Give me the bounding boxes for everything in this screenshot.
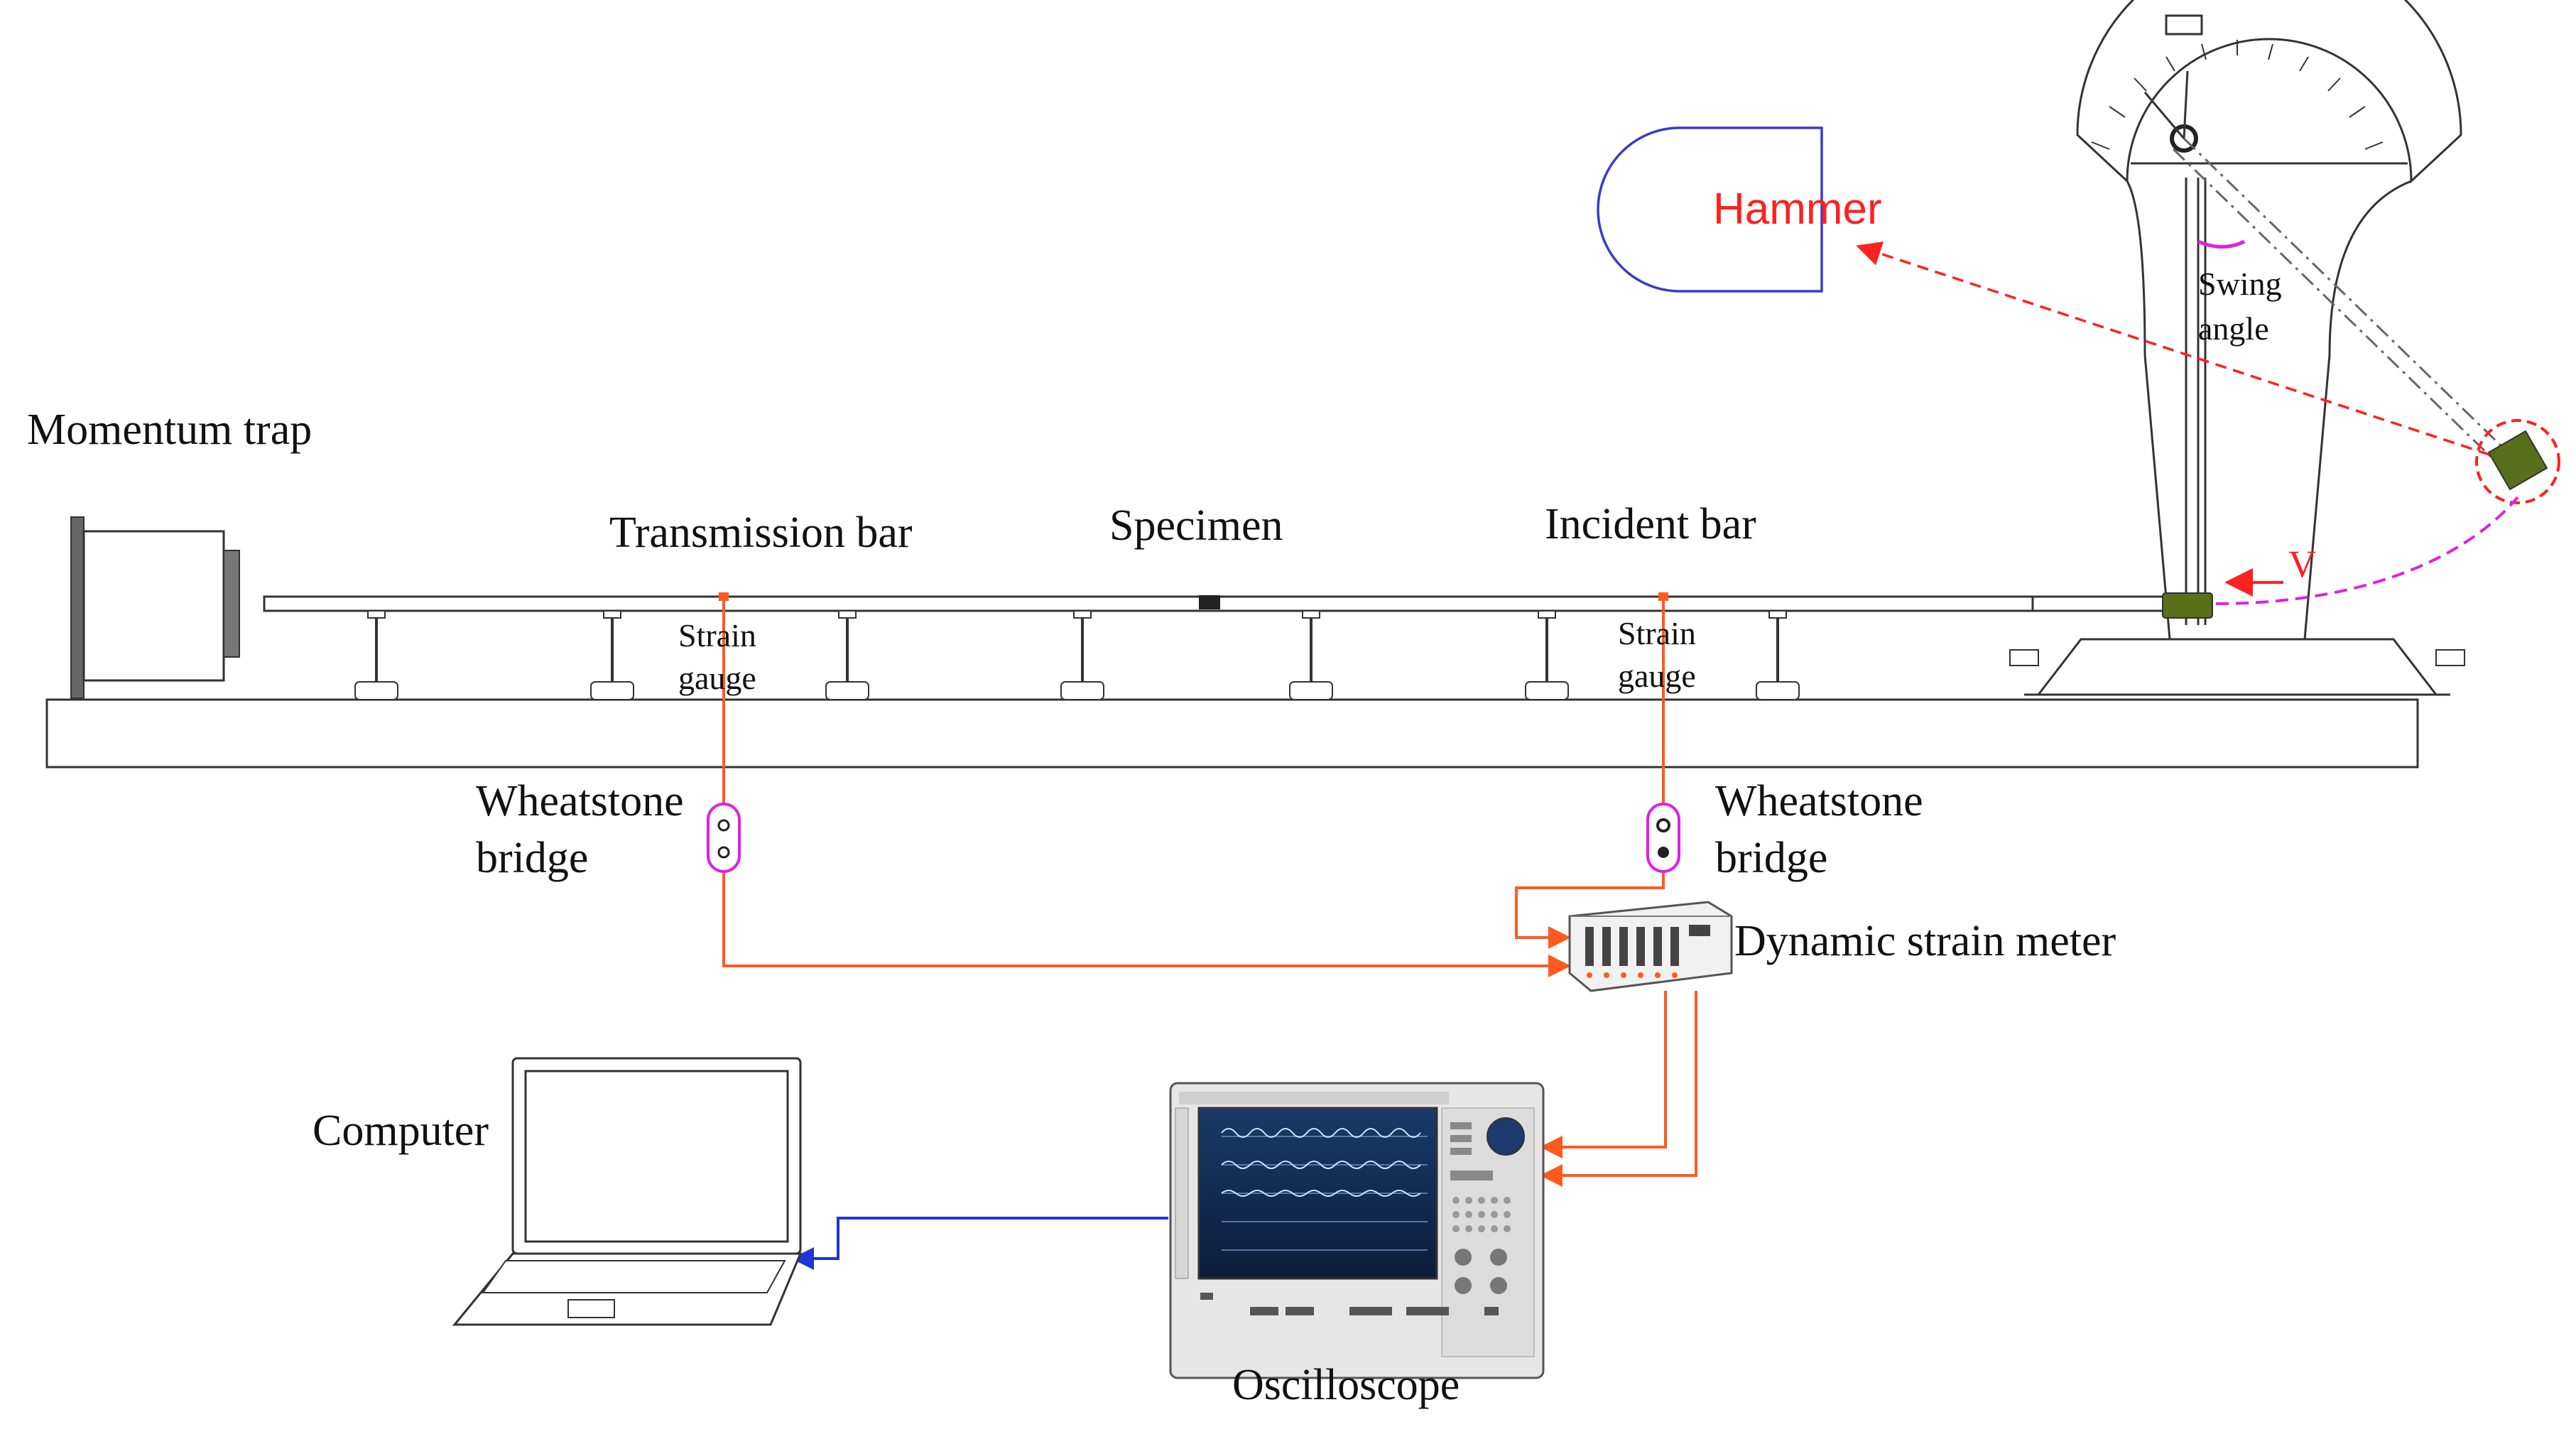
dynamic-strain-meter [1568, 901, 1733, 992]
computer-label: Computer [313, 1107, 489, 1155]
velocity-label: V [2288, 543, 2316, 585]
oscilloscope-label: Oscilloscope [1232, 1361, 1460, 1409]
specimen-sample [1199, 595, 1220, 609]
strain-gauge-label-incident-line1: Strain [1618, 615, 1696, 651]
bar-support [590, 610, 634, 700]
strain-gauge-label-transmission-line1: Strain [678, 617, 756, 653]
data-cable [791, 1217, 1168, 1270]
oscilloscope-device [1169, 1082, 1545, 1379]
signal-wires [722, 601, 1697, 1187]
strain-gauge-transmission [719, 592, 729, 601]
swing-angle-arc [2197, 239, 2246, 249]
bar-support [1756, 610, 1800, 700]
strain-gauge-incident [1658, 592, 1668, 601]
strain-gauge-label-incident-line2: gauge [1618, 658, 1696, 694]
pendulum-head-raised [2475, 419, 2560, 504]
bar-support [1525, 610, 1569, 700]
transmission-bar-label: Transmission bar [609, 509, 913, 557]
wheatstone-bridge-label-left-line2: bridge [476, 834, 588, 882]
strain-gauge-label-transmission-line2: gauge [678, 660, 756, 696]
pendulum-arm-raised [2172, 137, 2526, 481]
momentum-trap-label: Momentum trap [27, 406, 312, 454]
pendulum-head-impact [2162, 592, 2213, 619]
hammer-pointer-arrow [1856, 241, 2490, 456]
wheatstone-bridge-label-right-line1: Wheatstone [1715, 777, 1923, 825]
swing-trajectory [2215, 496, 2519, 605]
dynamic-strain-meter-label: Dynamic strain meter [1734, 917, 2116, 965]
pendulum-frame [2009, 0, 2465, 696]
wheatstone-bridge-transmission [707, 803, 741, 873]
wheatstone-bridge-incident [1646, 803, 1680, 873]
hammer-label: Hammer [1713, 185, 1882, 234]
momentum-trap [70, 516, 240, 699]
incident-bar-label: Incident bar [1545, 500, 1756, 548]
wheatstone-bridge-label-left-line1: Wheatstone [476, 777, 684, 825]
hammer-callout: Hammer [1597, 126, 1882, 293]
swing-angle-label-line1: Swing [2198, 266, 2282, 302]
base-platform [45, 698, 2419, 769]
swing-angle-label-line2: angle [2198, 310, 2269, 347]
bar-supports [354, 610, 1800, 700]
bar-support [1060, 610, 1104, 700]
wheatstone-bridge-label-right-line2: bridge [1715, 834, 1827, 882]
bar-support [825, 610, 869, 700]
specimen-label: Specimen [1109, 501, 1283, 550]
bar-support [354, 610, 398, 700]
laptop-computer [452, 1057, 803, 1326]
bar-support [1289, 610, 1333, 700]
